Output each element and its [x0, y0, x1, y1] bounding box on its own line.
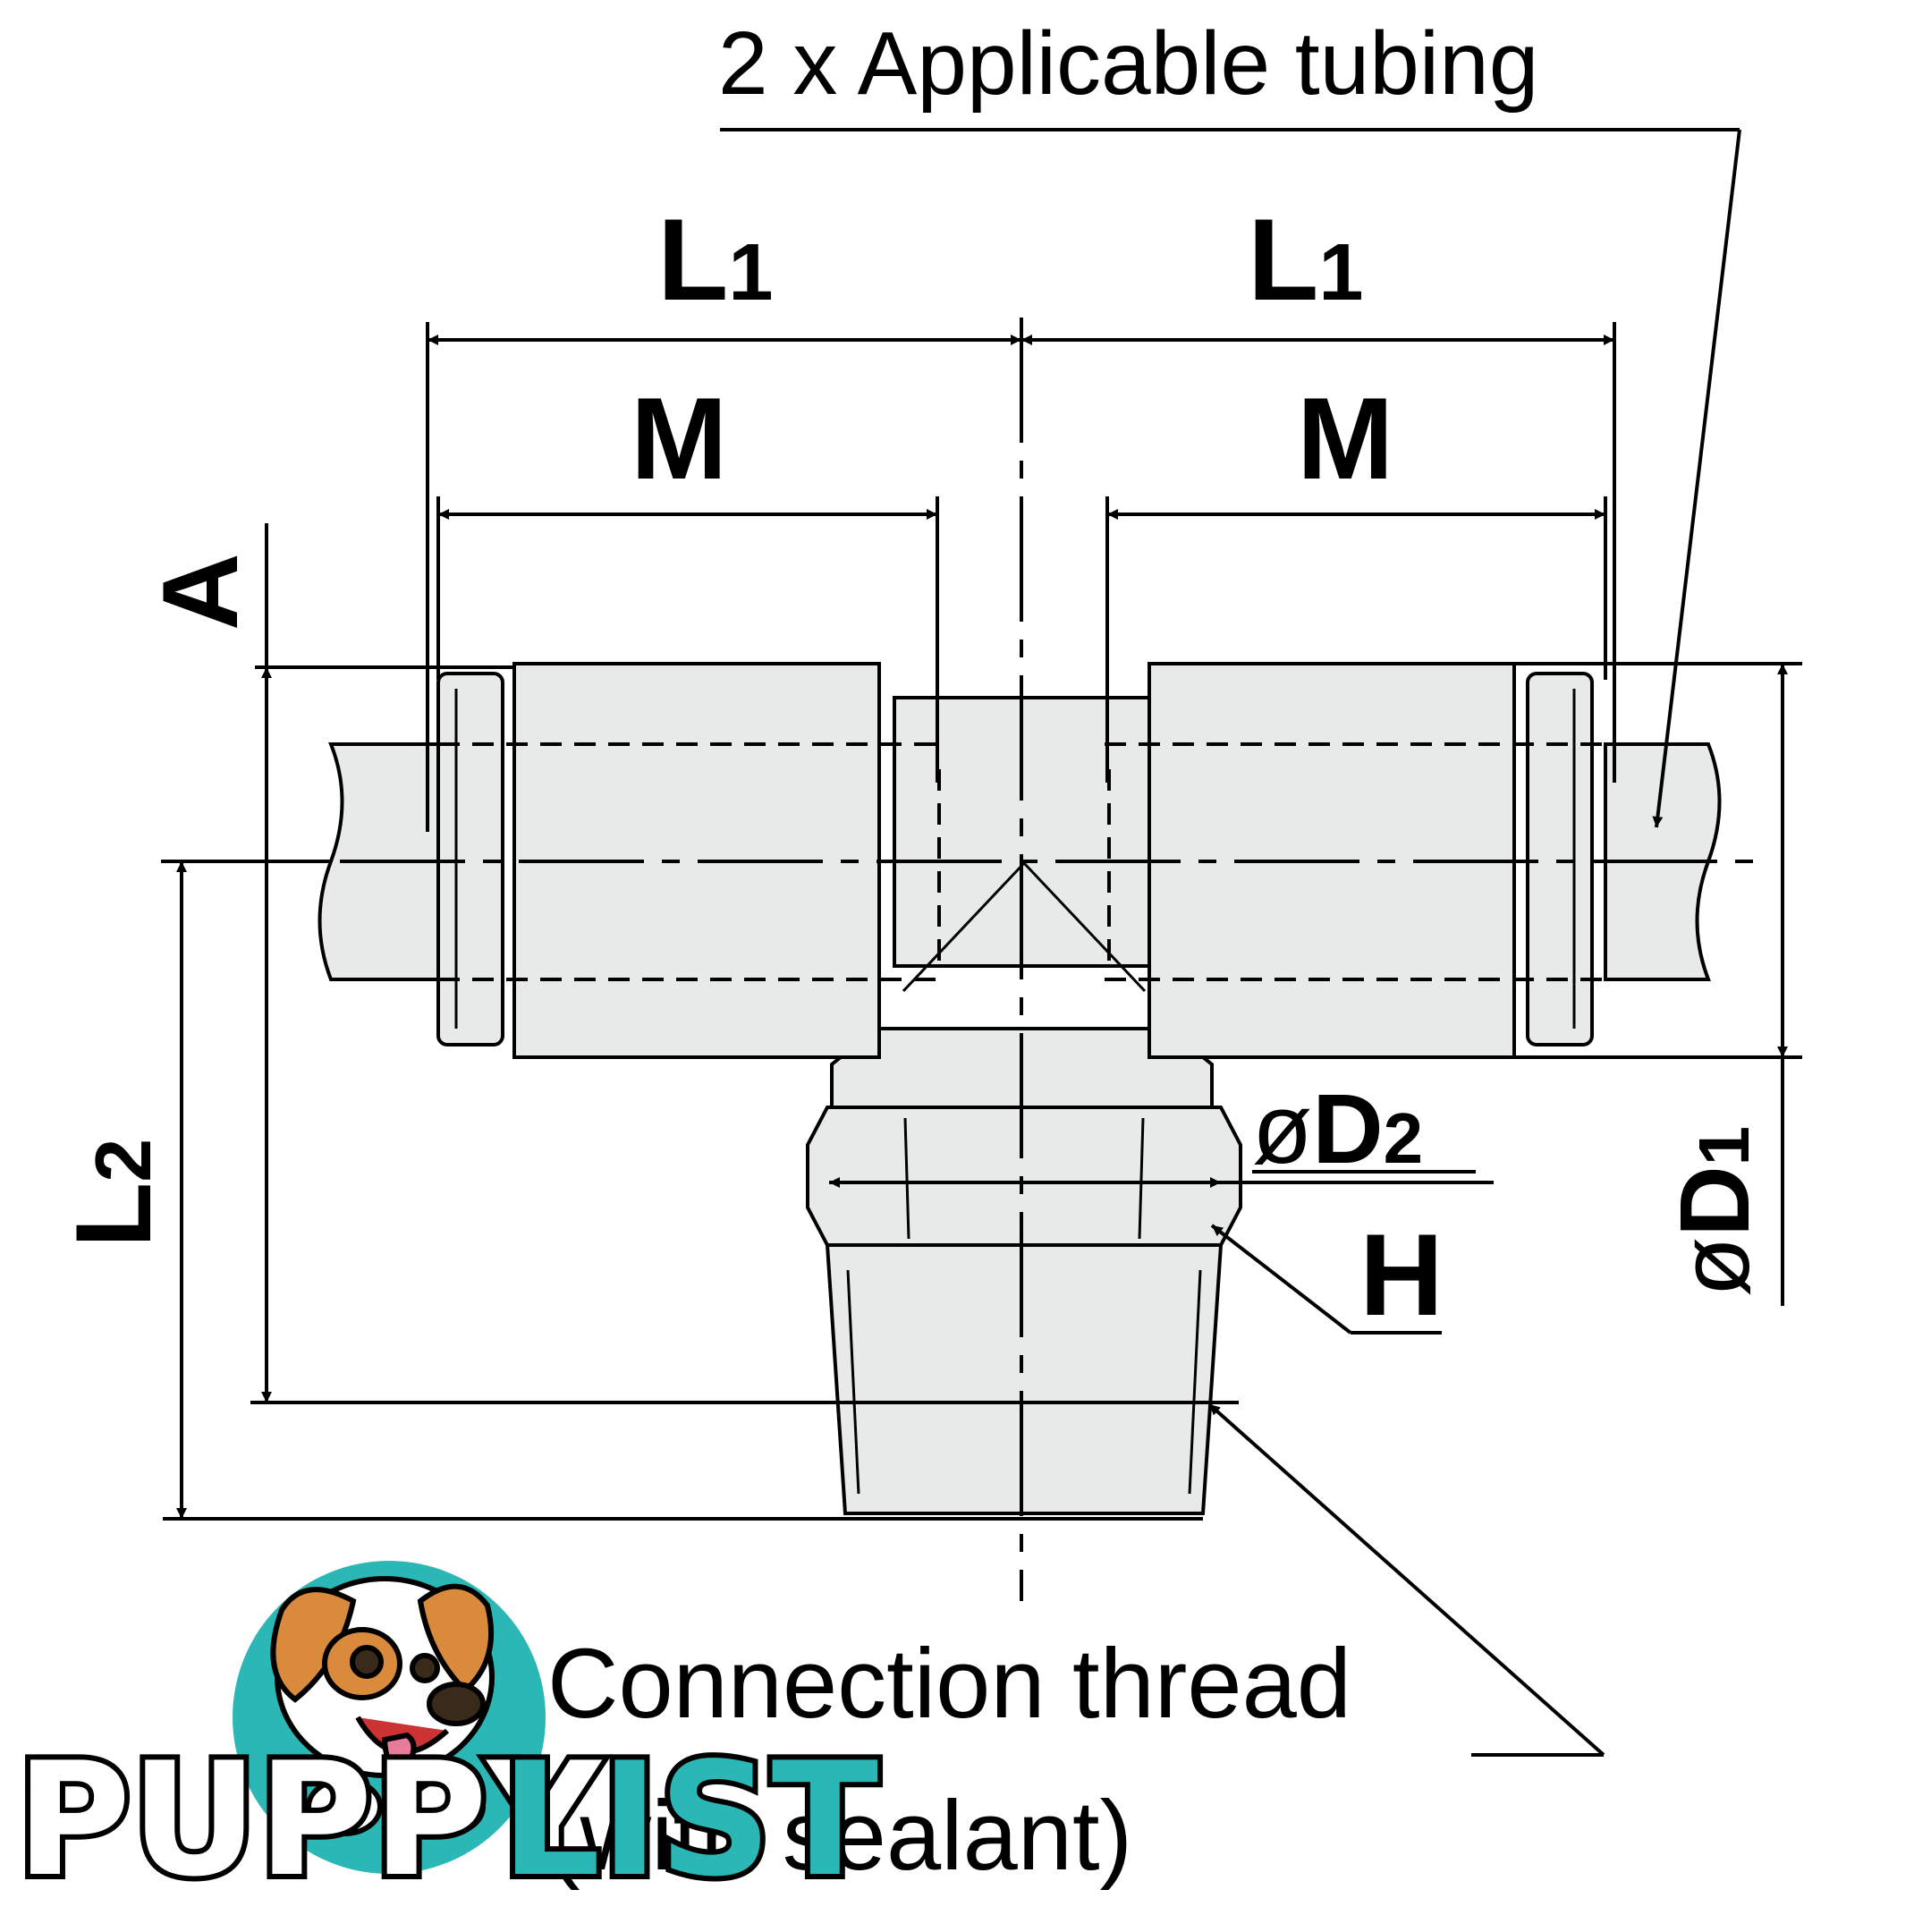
l1-left-label: L1 — [657, 194, 773, 325]
applicable-tubing-label: 2 x Applicable tubing — [718, 13, 1538, 114]
center-body — [893, 696, 1156, 968]
puppy-mascot-icon — [270, 1576, 495, 1836]
d1-label: øD1 — [1660, 1126, 1770, 1297]
l2-label: L2 — [54, 1139, 174, 1248]
watermark-list: LIST — [501, 1730, 878, 1911]
m-left-label: M — [631, 373, 727, 504]
connection-thread-label: Connection thread — [547, 1629, 1351, 1739]
threaded-stem — [825, 1243, 1224, 1515]
a-label: A — [140, 553, 260, 631]
hidden-lines — [438, 742, 1605, 981]
hex-nut — [806, 1106, 1242, 1247]
dimension-lines — [163, 128, 1802, 1757]
labels: 2 x Applicable tubing L1 L1 M M A L2 øD2… — [54, 13, 1770, 1891]
l1-right-label: L1 — [1248, 194, 1363, 325]
watermark-puppy: PUPPY — [16, 1730, 603, 1911]
right-release-ring — [1526, 672, 1594, 1046]
left-release-ring — [436, 672, 504, 1046]
with-sealant-label: (with sealant) — [547, 1781, 1132, 1891]
puppylist-watermark: PUPPY LIST — [11, 1561, 884, 1917]
m-right-label: M — [1297, 373, 1393, 504]
d2-label: øD2 — [1252, 1074, 1423, 1184]
h-label: H — [1359, 1209, 1444, 1340]
